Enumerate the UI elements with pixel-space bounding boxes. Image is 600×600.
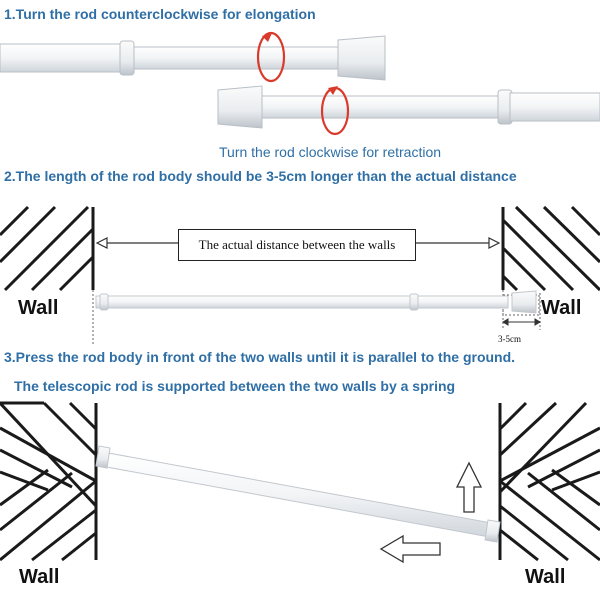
up-arrow-icon bbox=[455, 461, 483, 513]
distance-label-box: The actual distance between the walls bbox=[178, 229, 416, 261]
retraction-instruction: Turn the rod clockwise for retraction bbox=[219, 144, 442, 160]
gap-dimension-arrow bbox=[502, 318, 541, 326]
rod-elongation-illustration bbox=[0, 35, 386, 81]
wall-label-left-2: Wall bbox=[19, 566, 60, 588]
step-2-instruction: 2.The length of the rod body should be 3… bbox=[4, 168, 517, 184]
distance-label: The actual distance between the walls bbox=[198, 237, 396, 252]
left-wall-hatch-2 bbox=[0, 401, 98, 562]
distance-dimension-arrow bbox=[95, 237, 501, 249]
counterclockwise-arrow-icon bbox=[256, 31, 286, 83]
rod-retraction-illustration bbox=[217, 85, 600, 129]
step-1-instruction: 1.Turn the rod counterclockwise for elon… bbox=[4, 6, 316, 22]
gap-label: 3-5cm bbox=[498, 334, 521, 344]
right-wall-hatch-2 bbox=[498, 401, 600, 562]
step-3-instruction: 3.Press the rod body in front of the two… bbox=[4, 349, 516, 365]
rod-full-length bbox=[95, 290, 537, 314]
rod-angled bbox=[95, 445, 501, 543]
left-arrow-icon bbox=[379, 534, 441, 564]
wall-label-right-2: Wall bbox=[525, 566, 566, 588]
clockwise-arrow-icon bbox=[320, 86, 350, 136]
right-wall-hatch-1 bbox=[501, 205, 600, 292]
spring-support-note: The telescopic rod is supported between … bbox=[14, 378, 456, 394]
left-wall-hatch-1 bbox=[0, 205, 95, 292]
wall-label-left-1: Wall bbox=[18, 297, 59, 319]
wall-label-right-1: Wall bbox=[541, 297, 582, 319]
